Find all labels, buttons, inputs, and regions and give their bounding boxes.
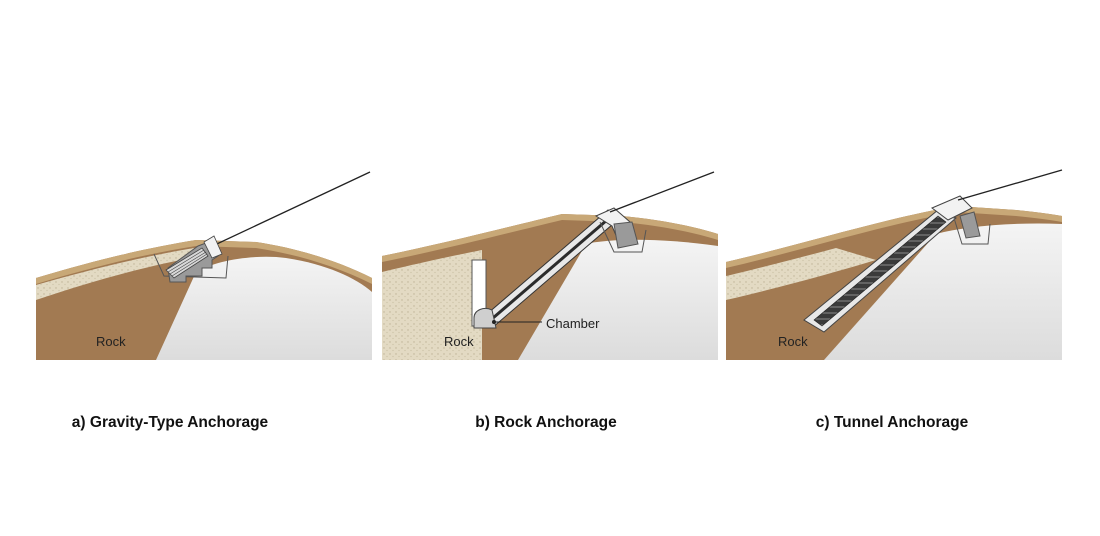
tendon xyxy=(485,212,615,326)
main-cable xyxy=(609,171,715,213)
tunnel-anchorage-diagram: Rock xyxy=(726,160,1066,360)
cable-saddle xyxy=(931,195,973,221)
rock-mass xyxy=(156,256,372,360)
cable-saddle xyxy=(203,235,223,259)
cable-splay xyxy=(165,247,209,279)
gravity-anchorage-diagram: Rock xyxy=(36,160,376,360)
chamber-label: Chamber xyxy=(546,316,600,331)
rock-anchorage-diagram: Chamber Rock xyxy=(382,160,722,360)
anchor-block xyxy=(613,221,639,249)
excavation-outline xyxy=(599,221,647,253)
sand-layer xyxy=(382,250,482,360)
rock-label: Rock xyxy=(96,334,126,349)
rock-label: Rock xyxy=(778,334,808,349)
sand-layer xyxy=(36,248,202,300)
gravity-anchorage-illustration xyxy=(36,171,372,360)
main-cable xyxy=(957,169,1063,201)
anchor-chamber xyxy=(473,307,497,329)
sand-layer xyxy=(726,248,876,300)
excavation-outline xyxy=(153,253,229,279)
anchor-block xyxy=(959,211,981,239)
tendon-bundle xyxy=(813,215,947,327)
rock-label: Rock xyxy=(444,334,474,349)
caption-rock-anchorage: b) Rock Anchorage xyxy=(475,414,617,431)
tunnel-anchorage-illustration xyxy=(726,169,1063,360)
ground-surface xyxy=(726,206,1062,268)
main-cable xyxy=(203,171,371,251)
ground-surface xyxy=(36,240,372,284)
rock-mass xyxy=(824,223,1062,360)
rock-anchorage-illustration xyxy=(382,171,718,360)
excavation-outline xyxy=(953,217,991,245)
rock-mass xyxy=(518,239,718,360)
caption-tunnel-anchorage: c) Tunnel Anchorage xyxy=(815,414,969,431)
caption-gravity-anchorage: a) Gravity-Type Anchorage xyxy=(71,414,269,431)
